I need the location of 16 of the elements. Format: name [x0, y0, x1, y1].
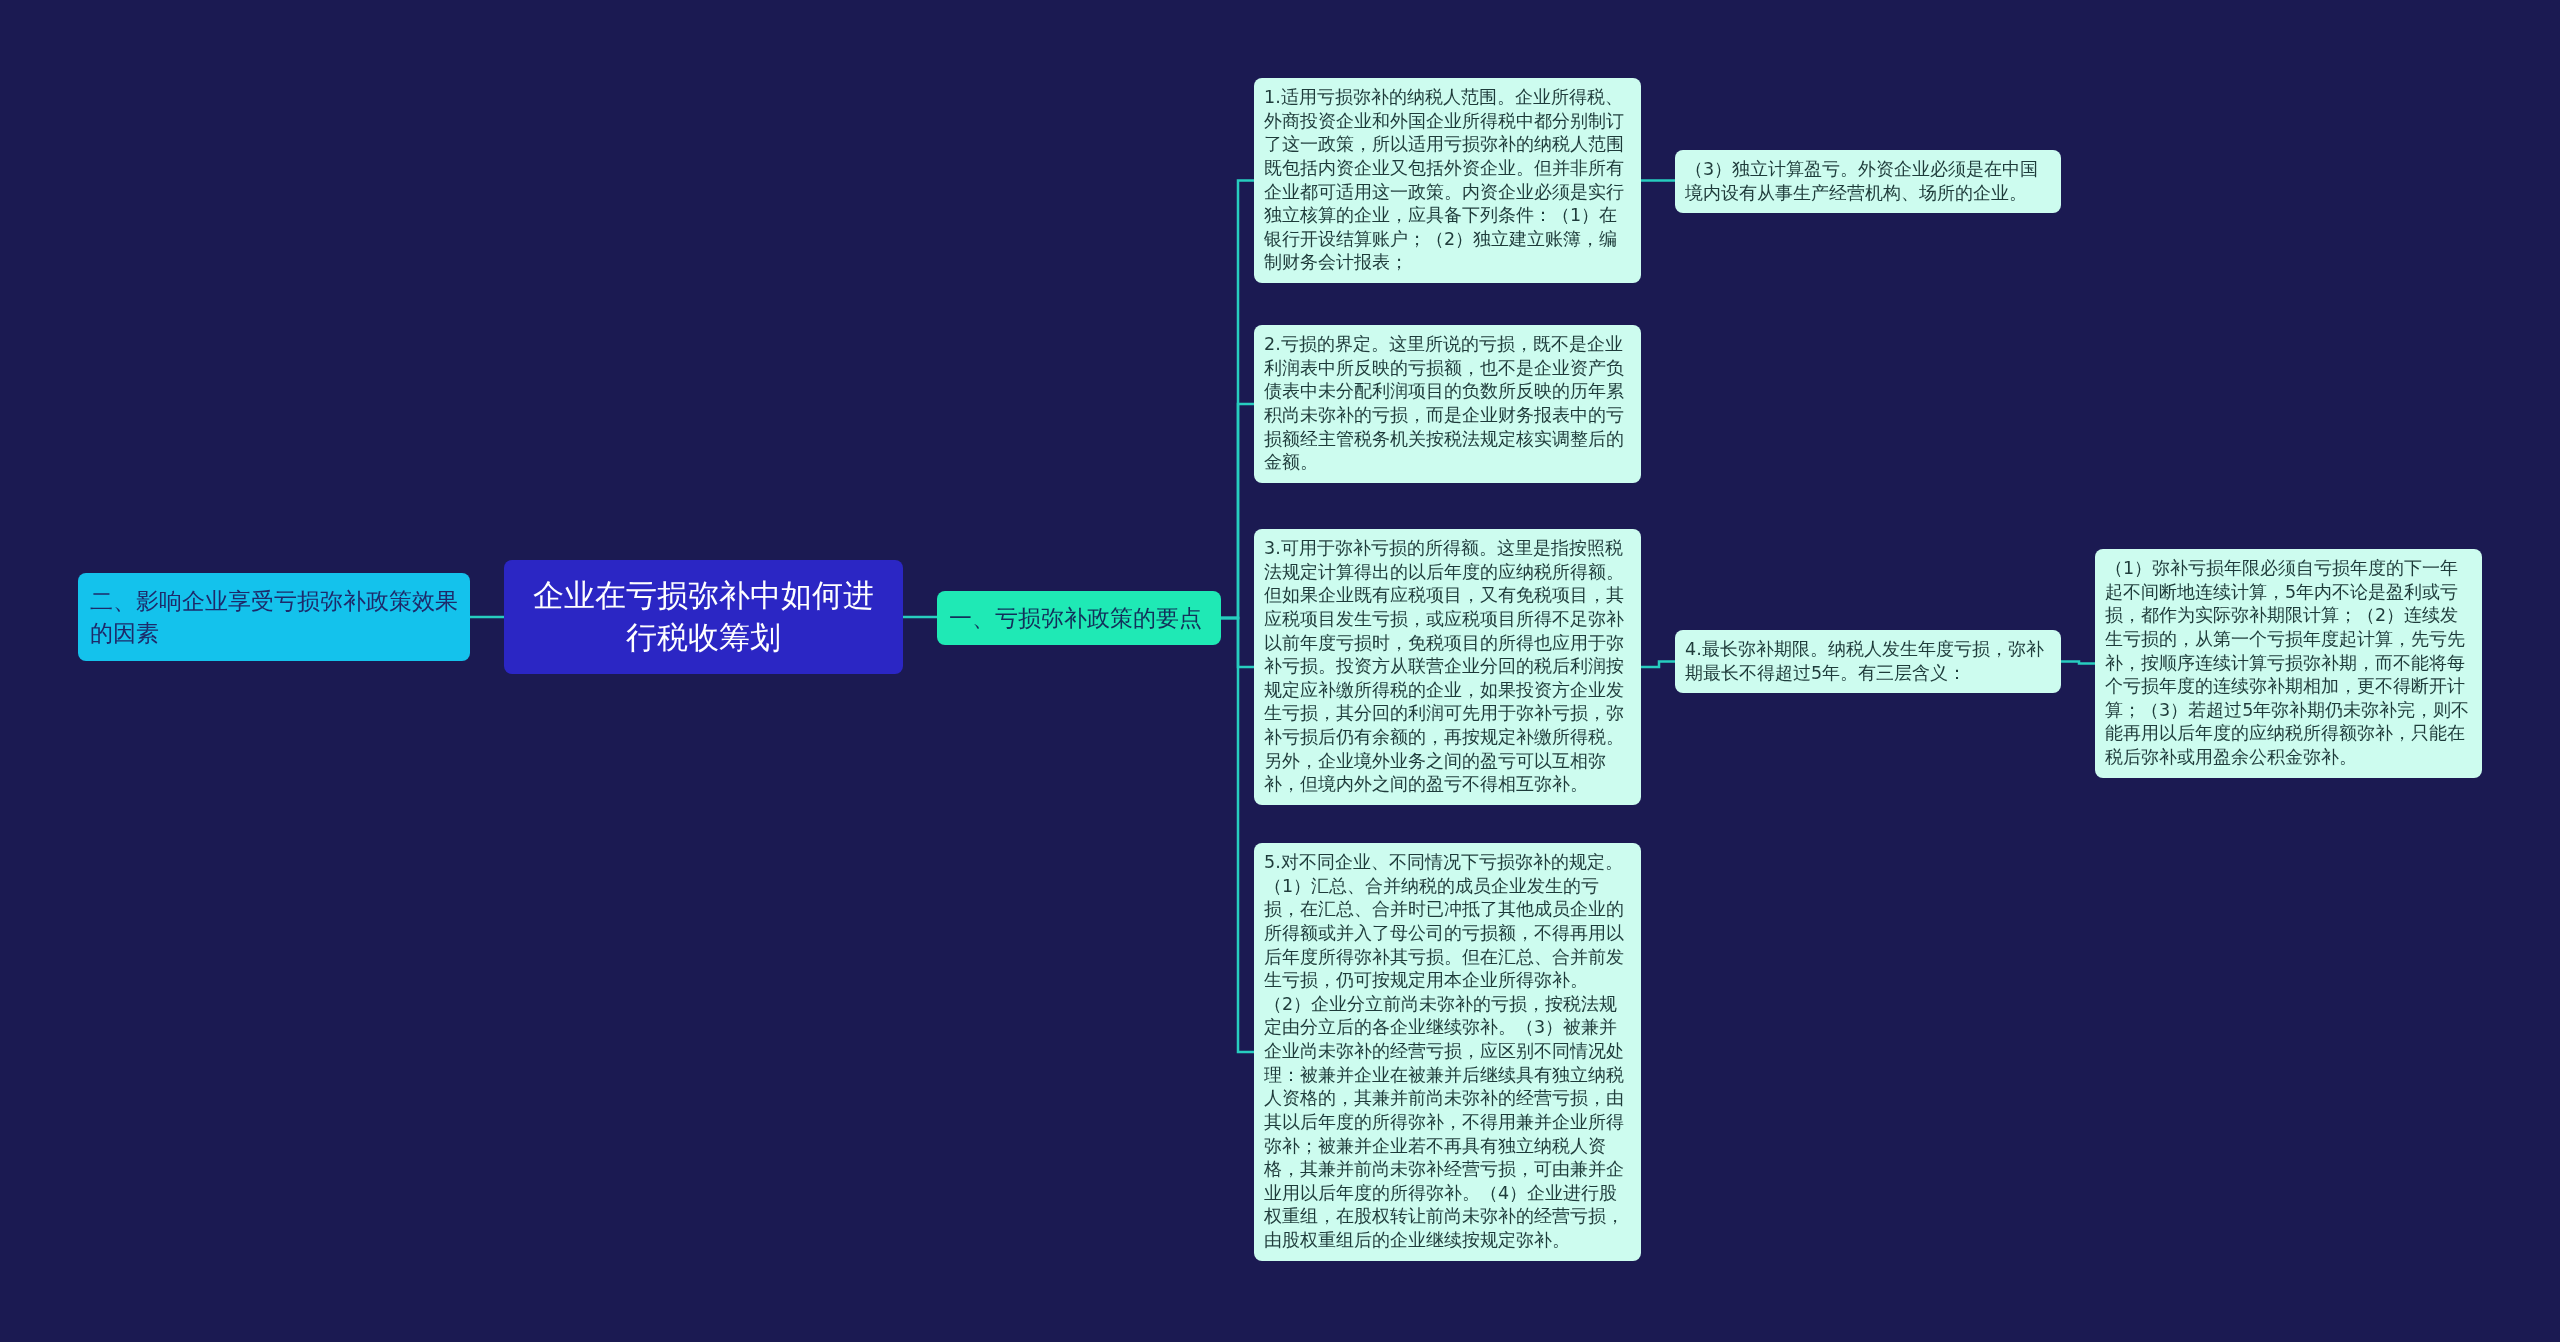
connector-line [2061, 660, 2095, 665]
text-card: 2.亏损的界定。这里所说的亏损，既不是企业利润表中所反映的亏损额，也不是企业资产负债表中未分配利润项目的负数所反映的历年累积尚未弥补的亏损，而是企业财务报表中的亏损额经主管税务机关按税法规定核实调整后的金额。 [1254, 325, 1641, 483]
text-card: 4.最长弥补期限。纳税人发生年度亏损，弥补期最长不得超过5年。有三层含义： [1675, 630, 2061, 694]
text-card: 3.可用于弥补亏损的所得额。这里是指按照税法规定计算得出的以后年度的应纳税所得额。但如果企业既有应税项目，又有免税项目，其应税项目发生亏损，或应税项目所得不足弥补以前年度亏损时，免税项目的所得也应用于弥补亏损。投资方从联营企业分回的税后利润按规定应补缴所得税的企业，如果投资方企业发生亏损，其分回的利润可先用于弥补亏损，弥补亏损后仍有余额的，再按规定补缴所得税。另外，企业境外业务之间的盈亏可以互相弥补，但境内外之间的盈亏不得相互弥补。 [1254, 529, 1641, 805]
text-card: （3）独立计算盈亏。外资企业必须是在中国境内设有从事生产经营机构、场所的企业。 [1675, 150, 2061, 214]
connector-line [1221, 616, 1254, 1054]
branch-box: 一、亏损弥补政策的要点 [937, 591, 1221, 645]
connector-line [470, 615, 504, 619]
text-card: 1.适用亏损弥补的纳税人范围。企业所得税、外商投资企业和外国企业所得税中都分别制订了这一政策，所以适用亏损弥补的纳税人范围既包括内资企业又包括外资企业。但并非所有企业都可适用这一政策。内资企业必须是实行独立核算的企业，应具备下列条件：（1）在银行开设结算账户；（2）独立建立账簿，编制财务会计报表； [1254, 78, 1641, 283]
connector-line [1641, 179, 1675, 182]
topic-box: 企业在亏损弥补中如何进行税收筹划 [504, 560, 903, 674]
branch-box: 二、影响企业享受亏损弥补政策效果的因素 [78, 573, 470, 661]
text-card: 5.对不同企业、不同情况下亏损弥补的规定。（1）汇总、合并纳税的成员企业发生的亏损，在汇总、合并时已冲抵了其他成员企业的所得额或并入了母公司的亏损额，不得再用以后年度所得弥补其亏损。但在汇总、合并前发生亏损，仍可按规定用本企业所得弥补。（2）企业分立前尚未弥补的亏损，按税法规定由分立后的各企业继续弥补。（3）被兼并企业尚未弥补的经营亏损，应区别不同情况处理：被兼并企业在被兼并后继续具有独立纳税人资格的，其兼并前尚未弥补的经营亏损，由其以后年度的所得弥补，不得用兼并企业所得弥补；被兼并企业若不再具有独立纳税人资格，其兼并前尚未弥补经营亏损，可由兼并企业用以后年度的所得弥补。（4）企业进行股权重组，在股权转让前尚未弥补的经营亏损，由股权重组后的企业继续按规定弥补。 [1254, 843, 1641, 1261]
text-card: （1）弥补亏损年限必须自亏损年度的下一年起不间断地连续计算，5年内不论是盈利或亏损，都作为实际弥补期限计算；（2）连续发生亏损的，从第一个亏损年度起计算，先亏先补，按顺序连续计算亏损弥补期，而不能将每个亏损年度的连续弥补期相加，更不得断开计算；（3）若超过5年弥补期仍未弥补完，则不能再用以后年度的应纳税所得额弥补，只能在税后弥补或用盈余公积金弥补。 [2095, 549, 2482, 778]
connector-line [1641, 660, 1675, 669]
connector-line [903, 615, 937, 619]
